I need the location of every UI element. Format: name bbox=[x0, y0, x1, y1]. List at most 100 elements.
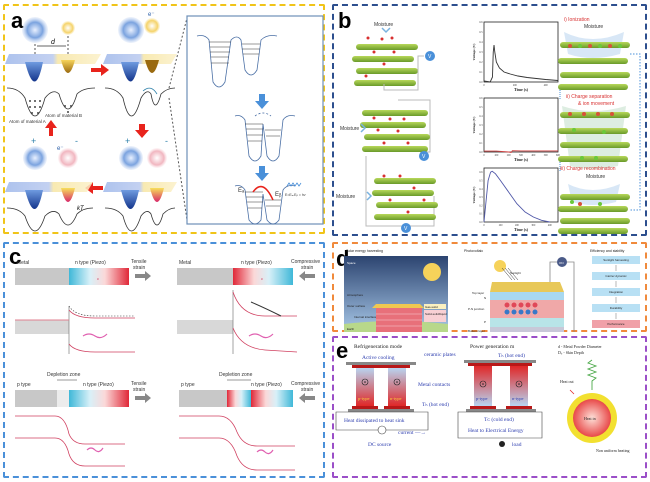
metal-label: Metal bbox=[17, 260, 29, 266]
eb-label: Eᵦ bbox=[275, 192, 282, 198]
arrow-right-icon bbox=[91, 64, 109, 76]
pv-layer-label: P bbox=[484, 320, 486, 324]
heat-sink-label: Heat dissipated to heat sink bbox=[344, 418, 405, 424]
plus-sign: + bbox=[125, 136, 130, 146]
photovoltaic-title: Photovoltaic bbox=[464, 249, 483, 253]
metal-contacts-label: Metal contacts bbox=[418, 382, 450, 388]
y-tick-label: 0.5 bbox=[479, 179, 483, 182]
moisture-label: Moisture bbox=[584, 24, 603, 30]
series-line bbox=[483, 170, 550, 223]
strain-label: Tensile bbox=[131, 381, 147, 387]
step-ionization: i) Ionization bbox=[564, 17, 590, 23]
metal-n-tensile: Metal n type (Piezo) Tensile strain c bbox=[15, 259, 151, 354]
atom-a-orbital bbox=[22, 17, 48, 43]
flow-step-label: Integration bbox=[609, 290, 624, 294]
atom-b-orbital bbox=[61, 21, 75, 35]
layer-label: Space bbox=[347, 261, 356, 265]
strain-label: Compressive bbox=[291, 381, 320, 387]
y-tick-label: 0.1 bbox=[479, 71, 483, 74]
x-tick-label: 400 bbox=[544, 84, 549, 87]
flow-step-box bbox=[592, 288, 640, 296]
cold-end-label: Tᴄ (cold end) bbox=[484, 416, 514, 423]
power-generation-title: Power generation m bbox=[470, 344, 515, 350]
energy-levels-stage-2 bbox=[234, 112, 296, 162]
electron-label: e⁻ bbox=[148, 12, 155, 18]
x-tick-label: 500 bbox=[544, 154, 549, 157]
nonuniform-heating-label: Non uniform heating bbox=[596, 448, 630, 453]
efficiency-title: Efficiency and stability bbox=[590, 249, 625, 253]
panel-label-b: b bbox=[338, 8, 352, 33]
step-charge-separation: ii) Charge separation bbox=[566, 94, 613, 100]
y-tick-label: 0.4 bbox=[479, 188, 483, 191]
y-tick-label: 0.2 bbox=[479, 133, 483, 136]
energy-levels-stage-3 bbox=[234, 182, 302, 225]
flow-step-box bbox=[592, 320, 640, 328]
y-tick-label: 0.3 bbox=[479, 124, 483, 127]
flow-step-box bbox=[592, 256, 640, 264]
voltmeter-icon bbox=[419, 151, 429, 161]
hot-end-label: Tₕ (hot end) bbox=[422, 401, 449, 408]
p-type-label: p type bbox=[181, 382, 195, 388]
minus-sign: - bbox=[165, 136, 168, 146]
tensile-arrow-icon bbox=[135, 271, 151, 281]
graphene-stack-middle: Moisture V bbox=[340, 99, 431, 161]
arrow-down-icon bbox=[255, 166, 269, 181]
flow-step-label: Durability bbox=[610, 306, 623, 310]
depletion-label: Depletion zone bbox=[47, 372, 81, 378]
cycle-arrow bbox=[630, 53, 641, 211]
x-tick-label: 200 bbox=[515, 224, 520, 227]
moisture-label: Moisture bbox=[374, 22, 393, 28]
panel-d: d Solar energy harvesting Space Atmosphe… bbox=[332, 242, 647, 333]
ea-label: Eₐ bbox=[238, 188, 245, 194]
graphene-stack-bottom: Moisture V bbox=[336, 156, 438, 233]
panel-d-illustration: Solar energy harvesting Space Atmosphere… bbox=[344, 249, 640, 333]
y-tick-label: 0.1 bbox=[479, 213, 483, 216]
n-type-label: n type (Piezo) bbox=[241, 260, 272, 266]
p-type-label: p-type bbox=[476, 396, 488, 401]
panel-e: e Refrigeneration mode Active cooling ce… bbox=[332, 336, 647, 478]
compressive-arrow-icon bbox=[299, 271, 315, 281]
series-line bbox=[484, 150, 558, 153]
x-tick-label: 600 bbox=[556, 154, 561, 157]
pv-layer-label: Top layer bbox=[472, 291, 484, 295]
x-tick-label: 0 bbox=[483, 84, 485, 87]
x-tick-label: 200 bbox=[513, 84, 518, 87]
x-tick-label: 300 bbox=[519, 154, 524, 157]
strain-label: strain bbox=[301, 387, 313, 393]
zoom-guide-line bbox=[168, 17, 188, 89]
interface-tag: Gas-solid bbox=[425, 305, 438, 309]
pn-tensile: Depletion zone p type n type (Piezo) Ten… bbox=[15, 372, 151, 467]
x-tick-label: 400 bbox=[531, 154, 536, 157]
y-axis-label: Voltage (V) bbox=[472, 43, 476, 61]
panel-c: c Metal n type (Piezo) Tensile strain c … bbox=[3, 242, 325, 478]
step-charge-recombination: iii) Charge recombination bbox=[560, 166, 616, 172]
energy-well-profile bbox=[6, 87, 96, 117]
heat-in-label: Heat in bbox=[584, 416, 596, 421]
p-type-label: p-type bbox=[358, 396, 370, 401]
state-3: + - bbox=[103, 136, 177, 232]
n-type-label: n type (Piezo) bbox=[75, 260, 106, 266]
n-type-label: n-type bbox=[390, 396, 402, 401]
potential-well-b bbox=[61, 60, 75, 73]
solar-harvesting-title: Solar energy harvesting bbox=[346, 249, 383, 253]
panel-label-c: c bbox=[9, 244, 22, 269]
y-tick-label: 0.0 bbox=[479, 151, 483, 154]
y-tick-label: 0.3 bbox=[479, 196, 483, 199]
layer-label: Earth bbox=[347, 327, 355, 331]
x-tick-label: 200 bbox=[507, 154, 512, 157]
step-ion-movement: & ion movement bbox=[578, 101, 615, 107]
legend-skin-depth: Dₛ - Skin Depth bbox=[558, 350, 584, 355]
y-tick-label: 0.0 bbox=[479, 221, 483, 224]
x-tick-label: 400 bbox=[548, 224, 553, 227]
flow-step-label: Carrier dynamic bbox=[605, 274, 627, 278]
wave-icon bbox=[586, 359, 598, 390]
switch-label: ON bbox=[559, 261, 564, 265]
flow-step-box bbox=[592, 304, 640, 312]
layer-label: Atmosphere bbox=[347, 293, 364, 297]
y-tick-label: 0.2 bbox=[479, 204, 483, 207]
state-2: e⁻ bbox=[103, 12, 177, 117]
heat-out-label: Heat out bbox=[560, 379, 575, 384]
plot-frame bbox=[483, 97, 559, 153]
